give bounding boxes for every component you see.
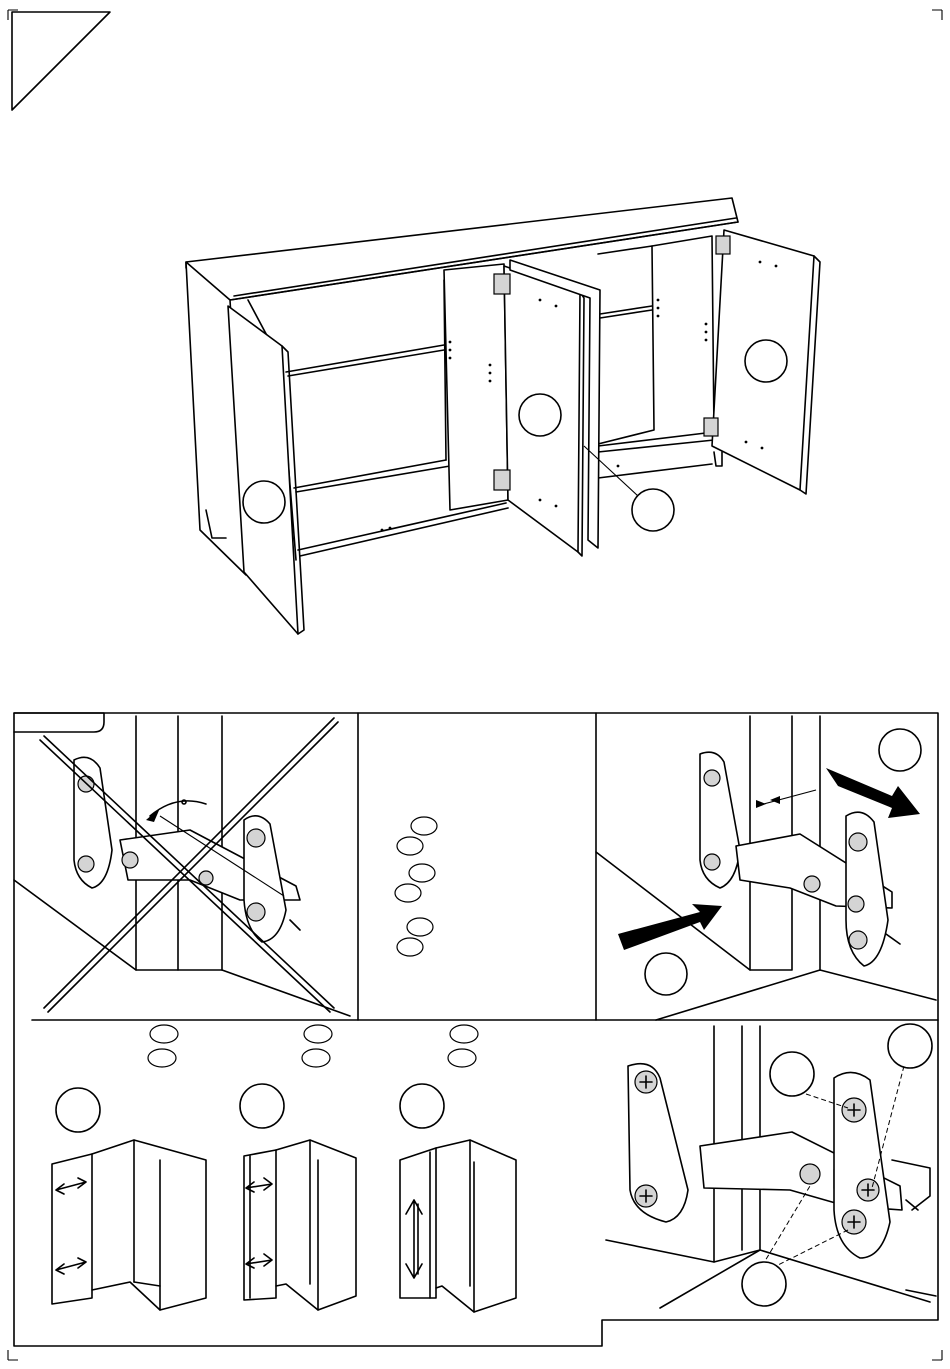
callout-correct-a (879, 729, 921, 771)
callout-door-right (745, 340, 787, 382)
callout-door-middle (519, 394, 561, 436)
arrow-icon (618, 904, 722, 950)
callout-detail-a (770, 1052, 814, 1096)
callout-detail-c (742, 1262, 786, 1306)
panel-adjustments (52, 1025, 516, 1312)
callout-door-left (243, 481, 285, 523)
panel-incorrect-hinge (14, 716, 350, 1016)
panel-option-legend (395, 817, 437, 956)
panel-correct-hinge (596, 716, 936, 1020)
cabinet-illustration (186, 198, 820, 634)
callout-correct-b (645, 953, 687, 995)
callout-detail-b (888, 1024, 932, 1068)
callout-hinge-pointer (632, 489, 674, 531)
triangle-step-icon (12, 12, 110, 110)
arrow-icon (826, 768, 920, 818)
panel-hinge-detail (606, 1024, 936, 1308)
